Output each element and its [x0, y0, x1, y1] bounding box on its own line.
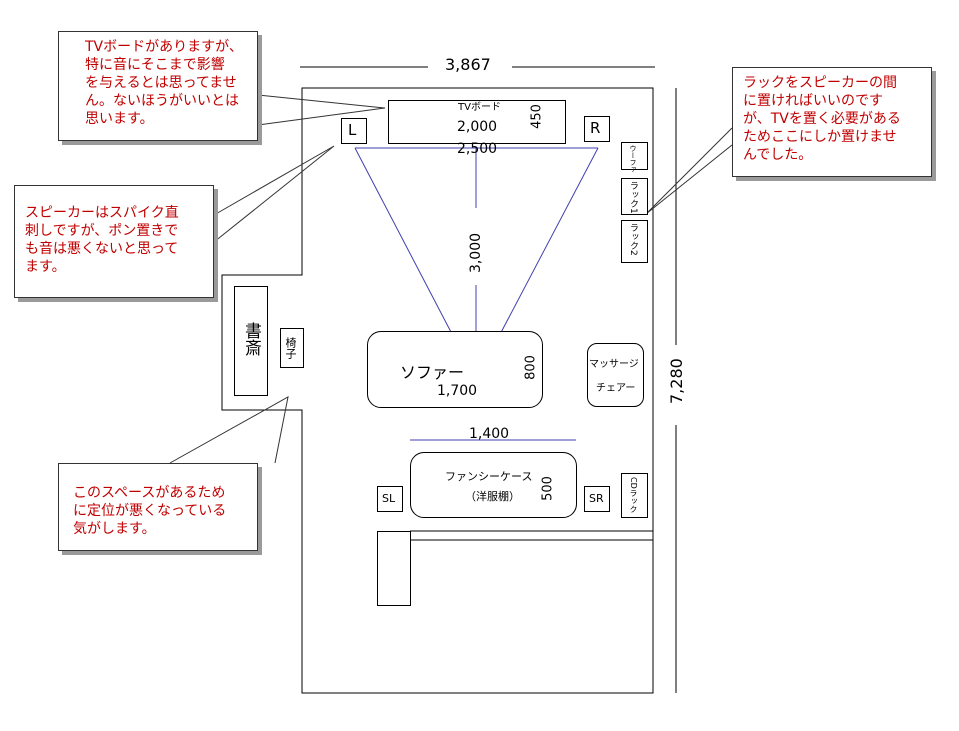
space-callout-line: このスペースがあるため: [73, 485, 226, 501]
rack2-box: [621, 220, 648, 263]
fancy-case-label-1: ファンシーケース: [445, 470, 533, 483]
sofa-box: [367, 331, 543, 408]
speaker-sl-label: SL: [382, 492, 396, 505]
speaker-callout: スピーカーはスパイク直 刺しですが、ポン置きで も音は悪くないと思って ます。: [14, 185, 214, 298]
tv-depth-label: 450: [529, 104, 545, 129]
tv-callout-line: を与えるとは思ってませ: [85, 75, 237, 91]
sofa-label: ソファー: [400, 363, 465, 382]
tv-callout-line: 特に音にそこまで影響: [85, 57, 225, 73]
sofa-width-label: 1,700: [437, 383, 478, 399]
speaker-spacing-label: 2,500: [457, 141, 498, 157]
speaker-callout-line: ます。: [25, 259, 66, 275]
sofa-depth-label: 800: [523, 355, 539, 380]
tv-board-label: TVボード: [458, 102, 501, 113]
speaker-right-label: R: [590, 119, 601, 137]
rack-callout-line: ためここにしか置けませ: [743, 129, 897, 145]
space-callout-pointer: [169, 396, 289, 464]
speaker-right-box: [584, 116, 610, 142]
fancy-case-width-label: 1,400: [469, 426, 510, 442]
rack-callout-pointer: [645, 127, 733, 215]
tv-callout-line: ん。ないほうがいいとは: [85, 93, 239, 109]
speaker-callout-line: スピーカーはスパイク直: [25, 205, 179, 221]
chair-label: 椅子: [284, 337, 297, 359]
tv-callout-line: 思います。: [85, 111, 154, 127]
study-box: [234, 286, 268, 396]
rack-callout-line: に置ければいいのです: [743, 93, 883, 109]
speaker-left-label: L: [348, 121, 357, 139]
tv-callout-line: TVボードがありますが、: [85, 39, 243, 55]
bottom-cabinet: [377, 531, 411, 606]
rack1-box: [621, 178, 648, 215]
woofer-box: [621, 142, 648, 170]
speaker-callout-pointer: [213, 145, 335, 243]
rack-callout: ラックをスピーカーの間 に置ければいいのです が、TVを置く必要がある ためここ…: [732, 67, 932, 177]
rack-callout-line: ラックをスピーカーの間: [743, 75, 897, 91]
woofer-label: ウーファ: [629, 145, 637, 173]
massage-chair-box: [587, 343, 644, 407]
room-depth-label: 7,280: [667, 358, 686, 404]
fancy-case-label-2: （洋服棚）: [465, 490, 520, 503]
space-callout-line: に定位が悪くなっている: [73, 503, 227, 519]
tv-callout-pointer: [257, 94, 386, 126]
cd-rack-box: [621, 473, 648, 518]
rack-callout-line: んでした。: [743, 147, 813, 163]
space-callout-line: 気がします。: [73, 521, 156, 537]
tv-board: [388, 100, 566, 144]
chair-box: [280, 328, 304, 368]
fancy-case-depth-label: 500: [540, 476, 556, 501]
room-width-label: 3,867: [445, 55, 491, 74]
speaker-sr-box: [584, 486, 610, 512]
rack-callout-line: が、TVを置く必要がある: [743, 111, 901, 127]
speaker-callout-line: も音は悪くないと思って: [25, 241, 179, 257]
speaker-sr-label: SR: [589, 492, 604, 505]
study-label: 書斎: [241, 322, 261, 356]
tv-board-callout: TVボードがありますが、 特に音にそこまで影響 を与えるとは思ってませ ん。ない…: [58, 31, 258, 141]
room-wall: [221, 87, 654, 694]
speaker-sl-box: [377, 486, 403, 512]
massage-chair-label-1: マッサージ: [589, 359, 639, 370]
rack1-label: ラック1: [628, 181, 638, 214]
tv-width-label: 2,000: [457, 119, 498, 135]
massage-chair-label-2: チェアー: [596, 383, 636, 394]
fancy-case-box: [410, 452, 577, 518]
rack2-label: ラック2: [628, 223, 638, 256]
speaker-callout-line: 刺しですが、ポン置きで: [25, 223, 179, 239]
speaker-left-box: [341, 118, 367, 144]
space-callout: このスペースがあるため に定位が悪くなっている 気がします。: [58, 463, 258, 551]
cd-rack-label: CDラック: [629, 477, 638, 513]
listening-distance-label: 3,000: [468, 232, 484, 274]
